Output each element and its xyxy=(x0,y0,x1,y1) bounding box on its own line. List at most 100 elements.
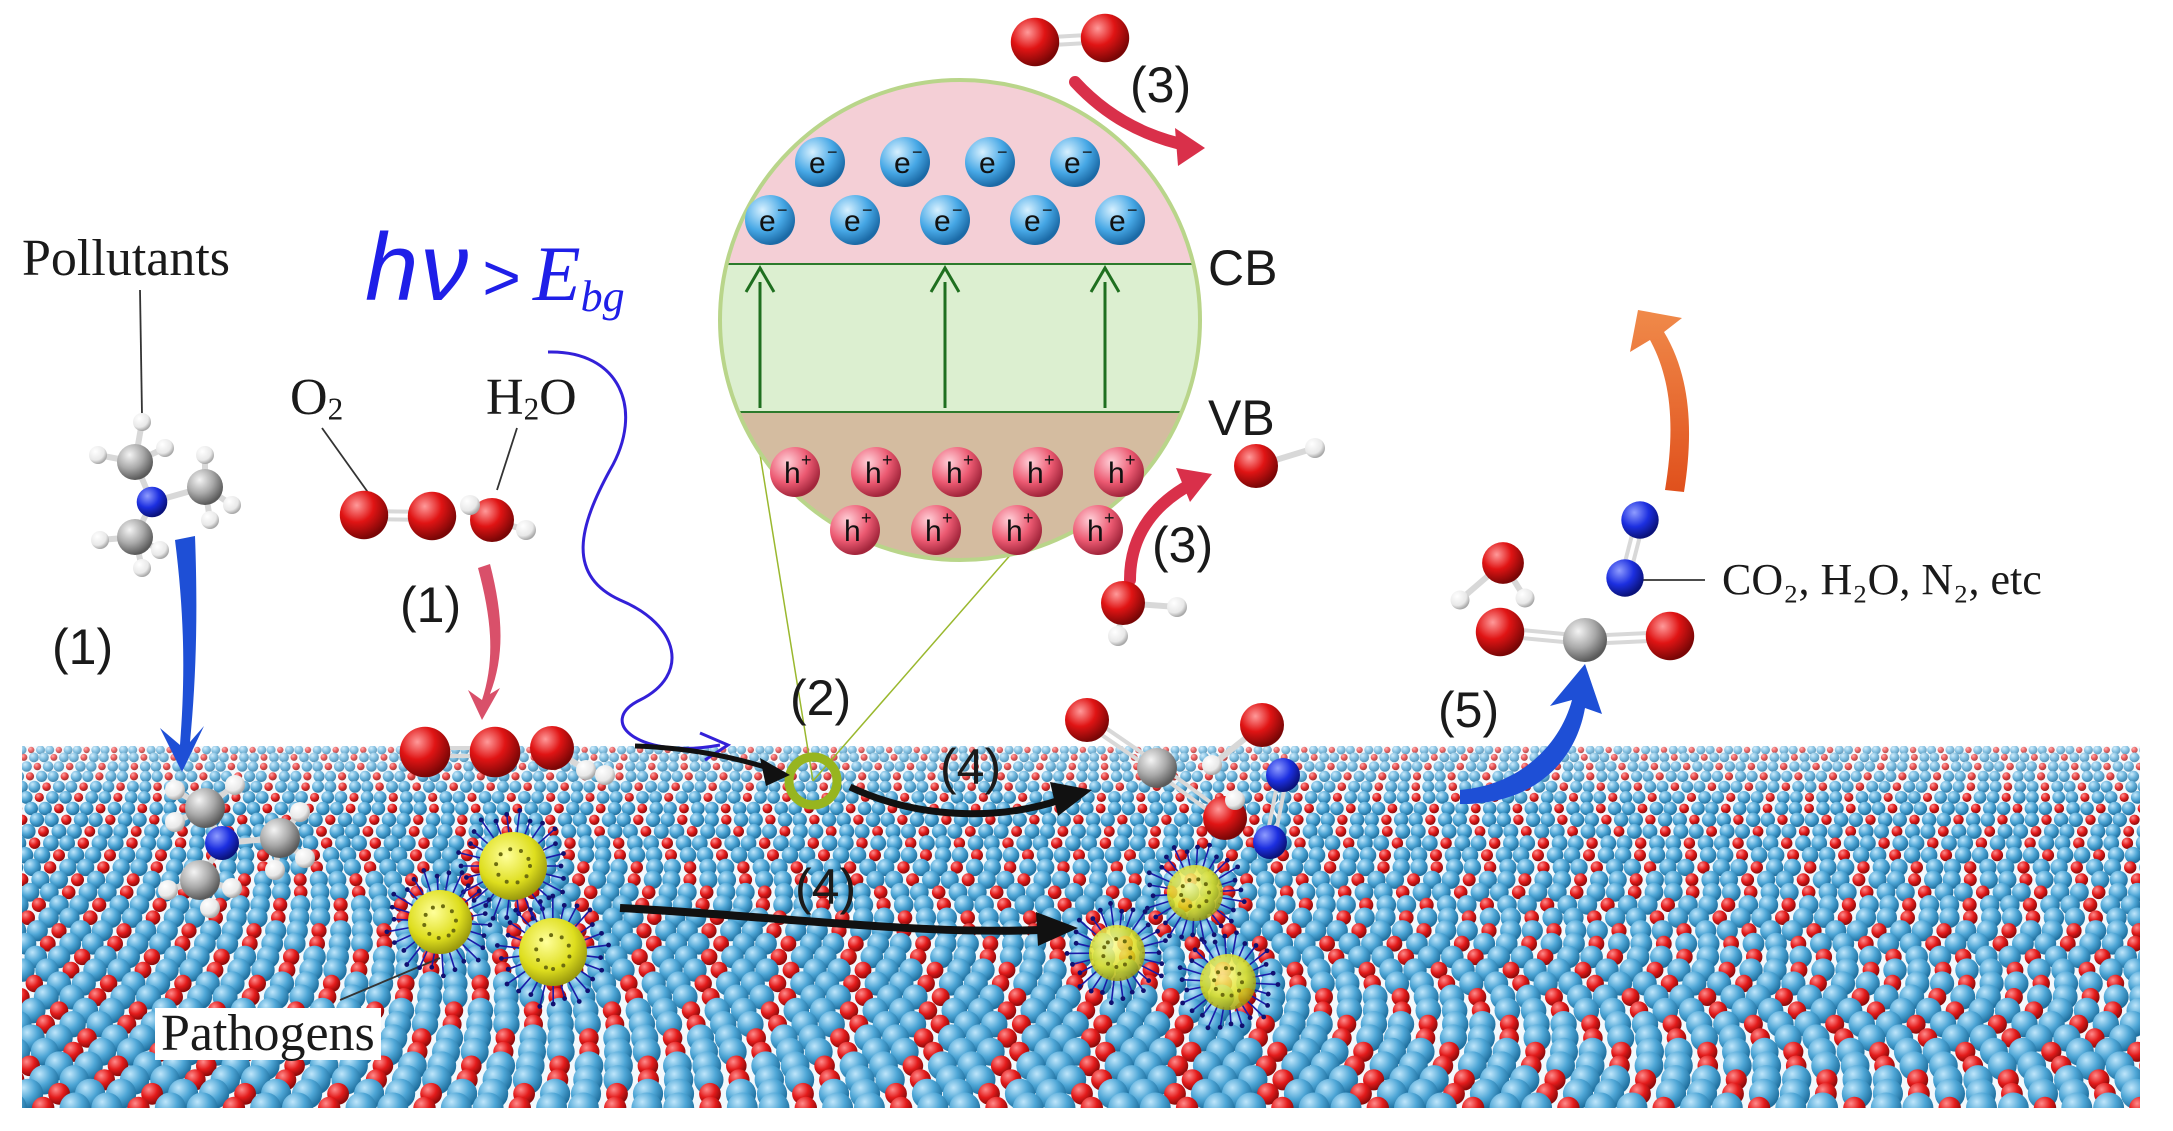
surface-oxygen-atom xyxy=(509,1097,531,1119)
surface-oxygen-atom xyxy=(1865,815,1875,825)
pathogen-surface-dot xyxy=(1114,937,1118,941)
hole: h+ xyxy=(911,505,961,555)
nitrogen-atom xyxy=(1621,501,1658,538)
electron: e− xyxy=(1050,137,1100,187)
pathogen-spike-tip xyxy=(553,841,558,846)
electron: e− xyxy=(1010,195,1060,245)
oxygen-atom xyxy=(1065,698,1109,742)
electron-symbol: e xyxy=(979,147,996,180)
step-label-1-left: (1) xyxy=(52,622,113,672)
surface-metal-atom xyxy=(1101,813,1115,827)
hole: h+ xyxy=(992,505,1042,555)
electron-symbol: e xyxy=(894,147,911,180)
pathogen-spike-tip xyxy=(1078,970,1083,975)
surface-oxygen-atom xyxy=(1148,838,1159,849)
pathogen-spike-tip xyxy=(1219,923,1224,928)
surface-metal-atom xyxy=(1775,1093,1806,1124)
hydrogen-atom xyxy=(200,898,220,918)
surface-oxygen-atom xyxy=(1462,1097,1484,1119)
surface-oxygen-atom xyxy=(985,1097,1007,1119)
pathogen-surface-dot xyxy=(422,923,426,927)
pathogen-spike-tip xyxy=(459,864,464,869)
hole-charge: + xyxy=(1125,450,1136,470)
surface-oxygen-atom xyxy=(919,826,930,837)
surface-oxygen-atom xyxy=(1909,815,1919,825)
band-gap-region xyxy=(700,264,1220,412)
surface-metal-atom xyxy=(1849,813,1863,827)
cb-label: CB xyxy=(1208,243,1277,293)
surface-oxygen-atom xyxy=(44,861,56,873)
pathogen-spike-tip xyxy=(528,819,533,824)
surface-oxygen-atom xyxy=(32,1097,54,1119)
surface-oxygen-atom xyxy=(0,962,7,979)
surface-metal-atom xyxy=(1680,1093,1711,1124)
pathogen-spike-tip xyxy=(1195,845,1200,850)
surface-metal-atom xyxy=(1893,813,1907,827)
surface-oxygen-atom xyxy=(2124,861,2136,873)
pathogen-spike-tip xyxy=(1235,864,1240,869)
hydrogen-atom xyxy=(89,446,107,464)
surface-oxygen-atom xyxy=(1799,826,1810,837)
surface-oxygen-atom xyxy=(2031,826,2042,837)
pathogen-spike-tip xyxy=(1172,845,1177,850)
pathogen-surface-dot xyxy=(450,909,454,913)
surface-metal-atom xyxy=(822,1093,853,1124)
pathogen-spike-tip xyxy=(435,874,440,879)
electron-symbol: e xyxy=(1024,205,1041,238)
surface-metal-atom xyxy=(0,933,14,955)
pathogen-surface-dot xyxy=(561,963,565,967)
pathogen-spike-tip xyxy=(1225,858,1230,863)
hole: h+ xyxy=(851,447,901,497)
surface-oxygen-atom xyxy=(765,815,775,825)
pathogen-spike-tip xyxy=(482,933,487,938)
pathogen-spike-tip xyxy=(499,956,504,961)
hydrogen-atom xyxy=(133,413,151,431)
surface-oxygen-atom xyxy=(17,815,27,825)
hole-charge: + xyxy=(801,450,812,470)
pathogen-spike-tip xyxy=(1264,962,1269,967)
hydrogen-atom xyxy=(165,780,185,800)
surface-oxygen-atom xyxy=(1614,826,1625,837)
pathogen-spike-tip xyxy=(447,870,452,875)
electron: e− xyxy=(920,195,970,245)
electron: e− xyxy=(830,195,880,245)
nitrogen-atom xyxy=(205,826,239,860)
surface-oxygen-atom xyxy=(12,804,22,814)
surface-metal-atom xyxy=(1702,813,1716,827)
surface-oxygen-atom xyxy=(1249,815,1259,825)
surface-metal-atom xyxy=(1920,824,1935,839)
pathogen-spike-tip xyxy=(461,959,466,964)
surface-metal-atom xyxy=(1488,824,1503,839)
surface-oxygen-atom xyxy=(1601,815,1611,825)
step-label-5: (5) xyxy=(1438,685,1499,735)
surface-oxygen-atom xyxy=(1911,861,1923,873)
surface-oxygen-atom xyxy=(1645,815,1655,825)
oxygen-atom xyxy=(530,726,574,770)
surface-oxygen-atom xyxy=(223,1097,245,1119)
surface-metal-atom xyxy=(0,985,8,1010)
pathogen-spike-tip xyxy=(560,890,565,895)
surface-metal-atom xyxy=(0,946,1,969)
pathogen-surface-dot xyxy=(1187,878,1191,882)
hole-charge: + xyxy=(882,450,893,470)
pathogen-spike-tip xyxy=(1265,948,1270,953)
surface-oxygen-atom xyxy=(2071,861,2083,873)
surface-oxygen-atom xyxy=(1938,826,1949,837)
hole-symbol: h xyxy=(946,457,963,490)
surface-metal-atom xyxy=(1464,859,1481,876)
hydrogen-atom xyxy=(156,439,174,457)
pathogen-surface-dot xyxy=(496,873,500,877)
surface-oxygen-atom xyxy=(897,861,909,873)
surface-metal-atom xyxy=(0,908,17,928)
surface-oxygen-atom xyxy=(932,886,946,900)
pathogen-spike-tip xyxy=(495,943,500,948)
surface-metal-atom xyxy=(0,895,9,915)
surface-oxygen-atom xyxy=(1161,815,1171,825)
surface-oxygen-atom xyxy=(662,838,673,849)
surface-metal-atom xyxy=(1140,1093,1171,1124)
pathogen-spike-tip xyxy=(483,903,488,908)
hole: h+ xyxy=(1073,505,1123,555)
surface-oxygen-atom xyxy=(897,815,907,825)
hydrogen-atom xyxy=(201,511,219,529)
